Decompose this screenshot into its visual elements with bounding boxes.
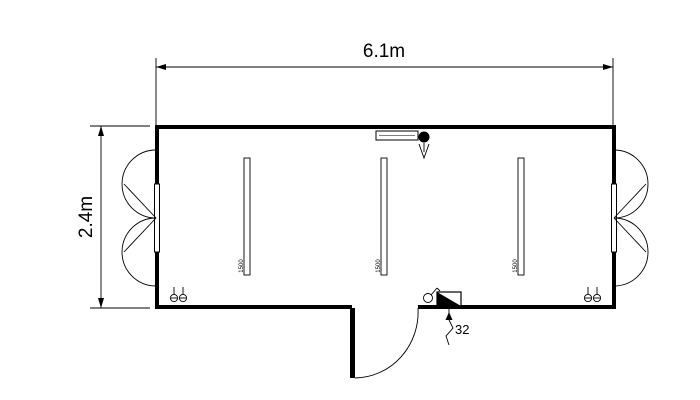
entrance-door (350, 307, 419, 379)
width-dimension: 6.1m (155, 41, 614, 125)
light-2-label: 1500 (376, 259, 382, 273)
width-label: 6.1m (363, 41, 405, 62)
outer-walls (155, 125, 616, 309)
height-label: 2.4m (76, 196, 97, 238)
strip-light-2: 1500 (376, 157, 388, 276)
light-1-label: 1500 (239, 259, 245, 273)
distribution-board (436, 291, 462, 307)
strip-light-3: 1500 (513, 157, 525, 276)
socket-left-icon (169, 287, 188, 303)
left-window (121, 149, 160, 287)
right-window (611, 149, 649, 287)
height-dimension: 2.4m (76, 125, 150, 309)
power-supply-label: 32 (455, 322, 469, 337)
power-supply: 32 (445, 306, 469, 346)
light-3-label: 1500 (513, 259, 519, 273)
socket-right-icon (583, 287, 602, 303)
thermostat-icon (418, 131, 430, 160)
wall-heater (375, 130, 419, 141)
strip-light-1: 1500 (239, 157, 251, 276)
light-switch-icon (423, 287, 441, 303)
